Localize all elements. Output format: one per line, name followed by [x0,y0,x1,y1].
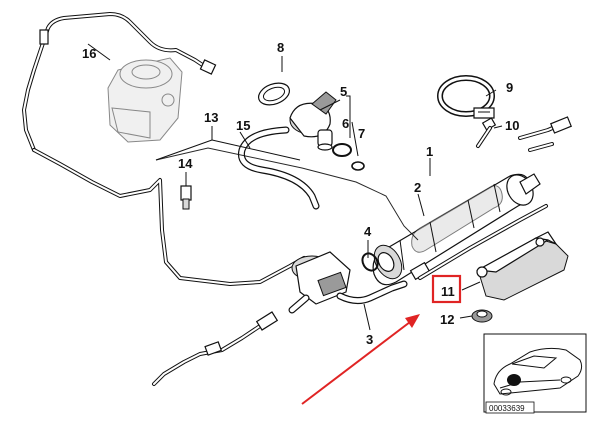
part-15-hose [237,126,320,210]
label-2: 2 [414,180,421,195]
part-5-valve [289,91,337,151]
part-number-labels: 16 8 5 6 7 9 10 1 2 13 15 14 4 3 11 12 [82,40,519,347]
label-8: 8 [277,40,284,55]
label-16: 16 [82,46,96,61]
filter-end-cap [373,244,431,281]
part-3-fuel-hose [336,280,408,305]
leader-lines [87,43,503,331]
lower-supply-line [152,311,279,386]
part-16-vacuum-hose [22,12,217,152]
label-9: 9 [506,80,513,95]
label-7: 7 [358,126,365,141]
label-4: 4 [364,224,372,239]
label-6: 6 [342,116,349,131]
return-line-pipe [418,204,548,280]
part-4-ring [361,252,379,272]
label-3: 3 [366,332,373,347]
part-13-fuel-line [32,148,306,286]
label-10: 10 [505,118,519,133]
label-13: 13 [204,110,218,125]
ghost-canister-unit [107,57,183,143]
part-8-spring-clip [257,82,291,106]
label-15: 15 [236,118,250,133]
pressure-regulator [288,251,351,314]
label-12: 12 [440,312,454,327]
part-7-o-ring [351,161,365,171]
part-10-bolt [476,117,497,148]
label-11: 11 [441,284,455,299]
part-14-clip [180,185,192,210]
inset-reference-number: 00033639 [489,404,525,413]
part-6-o-ring [332,143,352,157]
highlight-box-part-11 [431,274,462,304]
part-9-band-clamp [437,75,495,119]
label-14: 14 [178,156,193,171]
part-11-heat-shield [476,231,569,301]
part-12-grommet [471,309,493,323]
label-1: 1 [426,144,433,159]
red-arrow [301,314,420,405]
part-1-fuel-filter [372,173,541,286]
car-locator-inset: 00033639 [483,333,587,414]
upper-fuel-line [518,116,572,152]
label-5: 5 [340,84,347,99]
